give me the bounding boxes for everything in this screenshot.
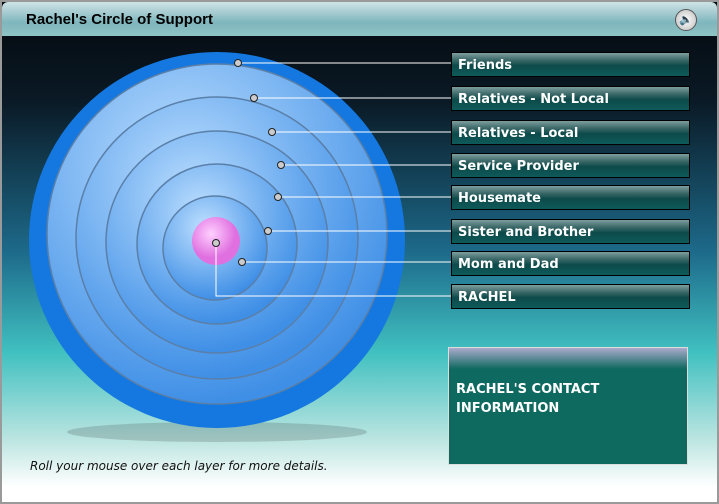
layer-label-button[interactable]: Housemate: [451, 185, 690, 210]
layer-label-button[interactable]: Sister and Brother: [451, 219, 690, 244]
speaker-icon[interactable]: 🔈: [675, 9, 697, 31]
contact-info-button[interactable]: RACHEL'S CONTACT INFORMATION: [448, 347, 688, 465]
layer-label-button[interactable]: Relatives - Local: [451, 120, 690, 145]
marker-dot: [274, 193, 282, 201]
layer-label-button[interactable]: Service Provider: [451, 153, 690, 178]
layer-label-button[interactable]: Relatives - Not Local: [451, 86, 690, 111]
marker-dot: [268, 128, 276, 136]
layer-label-button[interactable]: RACHEL: [451, 284, 690, 309]
marker-dot: [212, 239, 220, 247]
layer-label-button[interactable]: Friends: [451, 52, 690, 77]
connector-line: [215, 243, 451, 297]
marker-dot: [234, 59, 242, 67]
instruction-text: Roll your mouse over each layer for more…: [30, 459, 328, 473]
marker-dot: [264, 227, 272, 235]
marker-dot: [250, 94, 258, 102]
marker-dot: [277, 161, 285, 169]
layer-label-button[interactable]: Mom and Dad: [451, 251, 690, 276]
marker-dot: [238, 258, 246, 266]
page-title: Rachel's Circle of Support: [26, 11, 213, 28]
title-bar: Rachel's Circle of Support 🔈: [2, 2, 717, 36]
